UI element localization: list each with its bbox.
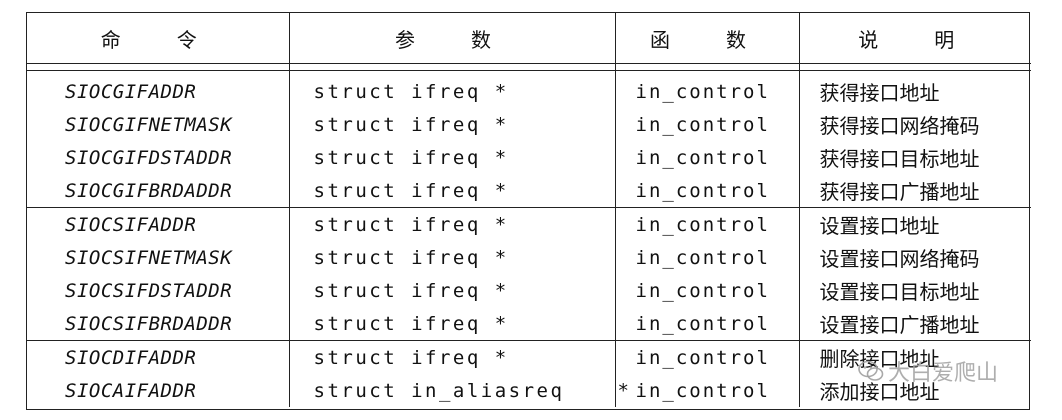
function-name: in_control	[635, 146, 770, 169]
function-name: in_control	[635, 80, 770, 103]
header-description: 说 明	[858, 27, 973, 52]
function-cell: in_control	[615, 108, 800, 141]
command-cell: SIOCSIFBRDADDR	[27, 307, 290, 341]
argument-cell: struct ifreq *	[289, 307, 616, 341]
function-name: in_control	[635, 279, 770, 302]
description-cell: 获得接口地址	[819, 81, 940, 105]
description-cell: 设置接口地址	[819, 214, 940, 238]
argument-cell: struct in_aliasreq	[289, 374, 616, 407]
argument-cell: struct ifreq *	[289, 207, 616, 241]
argument-cell: struct ifreq *	[289, 274, 616, 307]
function-name: in_control	[635, 346, 770, 369]
function-cell: in_control	[615, 207, 800, 241]
function-cell: *in_control	[615, 374, 800, 407]
function-cell: in_control	[615, 274, 800, 307]
function-name: in_control	[635, 246, 770, 269]
function-name: in_control	[635, 179, 770, 202]
argument-cell: struct ifreq *	[289, 241, 616, 274]
argument-cell: struct ifreq *	[289, 108, 616, 141]
function-cell: in_control	[615, 70, 800, 108]
header-argument: 参 数	[289, 13, 616, 64]
description-cell: 设置接口广播地址	[799, 307, 1031, 341]
command-cell: SIOCGIFADDR	[27, 70, 290, 108]
command-cell: SIOCGIFBRDADDR	[27, 174, 290, 208]
argument-cell: struct ifreq *	[289, 174, 616, 208]
description-cell: 获得接口网络掩码	[819, 114, 980, 138]
command-cell: SIOCGIFNETMASK	[27, 108, 290, 141]
description-cell: 获得接口目标地址	[819, 147, 980, 171]
description-cell: 设置接口网络掩码	[819, 247, 980, 271]
command-cell: SIOCAIFADDR	[27, 374, 290, 407]
command-cell: SIOCDIFADDR	[27, 340, 290, 374]
function-cell: in_control	[615, 141, 800, 174]
argument-cell: struct ifreq *	[289, 141, 616, 174]
function-name: in_control	[635, 213, 770, 236]
header-function: 函 数	[615, 13, 800, 64]
command-cell: SIOCSIFNETMASK	[27, 241, 290, 274]
command-cell: SIOCSIFADDR	[27, 207, 290, 241]
function-cell: in_control	[615, 307, 800, 341]
header-command: 命 令	[27, 13, 290, 64]
command-cell: SIOCGIFDSTADDR	[27, 141, 290, 174]
description-cell: 添加接口地址	[819, 380, 940, 404]
header-gap	[27, 63, 1031, 71]
argument-cell: struct ifreq *	[289, 70, 616, 108]
asterisk-mark: *	[617, 379, 631, 402]
description-cell: 获得接口广播地址	[799, 174, 1031, 208]
description-cell: 删除接口地址	[819, 347, 940, 371]
function-cell: in_control	[615, 340, 800, 374]
table-header: 命 令 参 数 函 数 说 明	[27, 13, 1031, 64]
function-name: in_control	[635, 379, 770, 402]
argument-cell: struct ifreq *	[289, 340, 616, 374]
function-cell: in_control	[615, 241, 800, 274]
command-cell: SIOCSIFDSTADDR	[27, 274, 290, 307]
function-name: in_control	[635, 113, 770, 136]
description-cell: 设置接口目标地址	[819, 280, 980, 304]
function-name: in_control	[635, 312, 770, 335]
function-cell: in_control	[615, 174, 800, 208]
